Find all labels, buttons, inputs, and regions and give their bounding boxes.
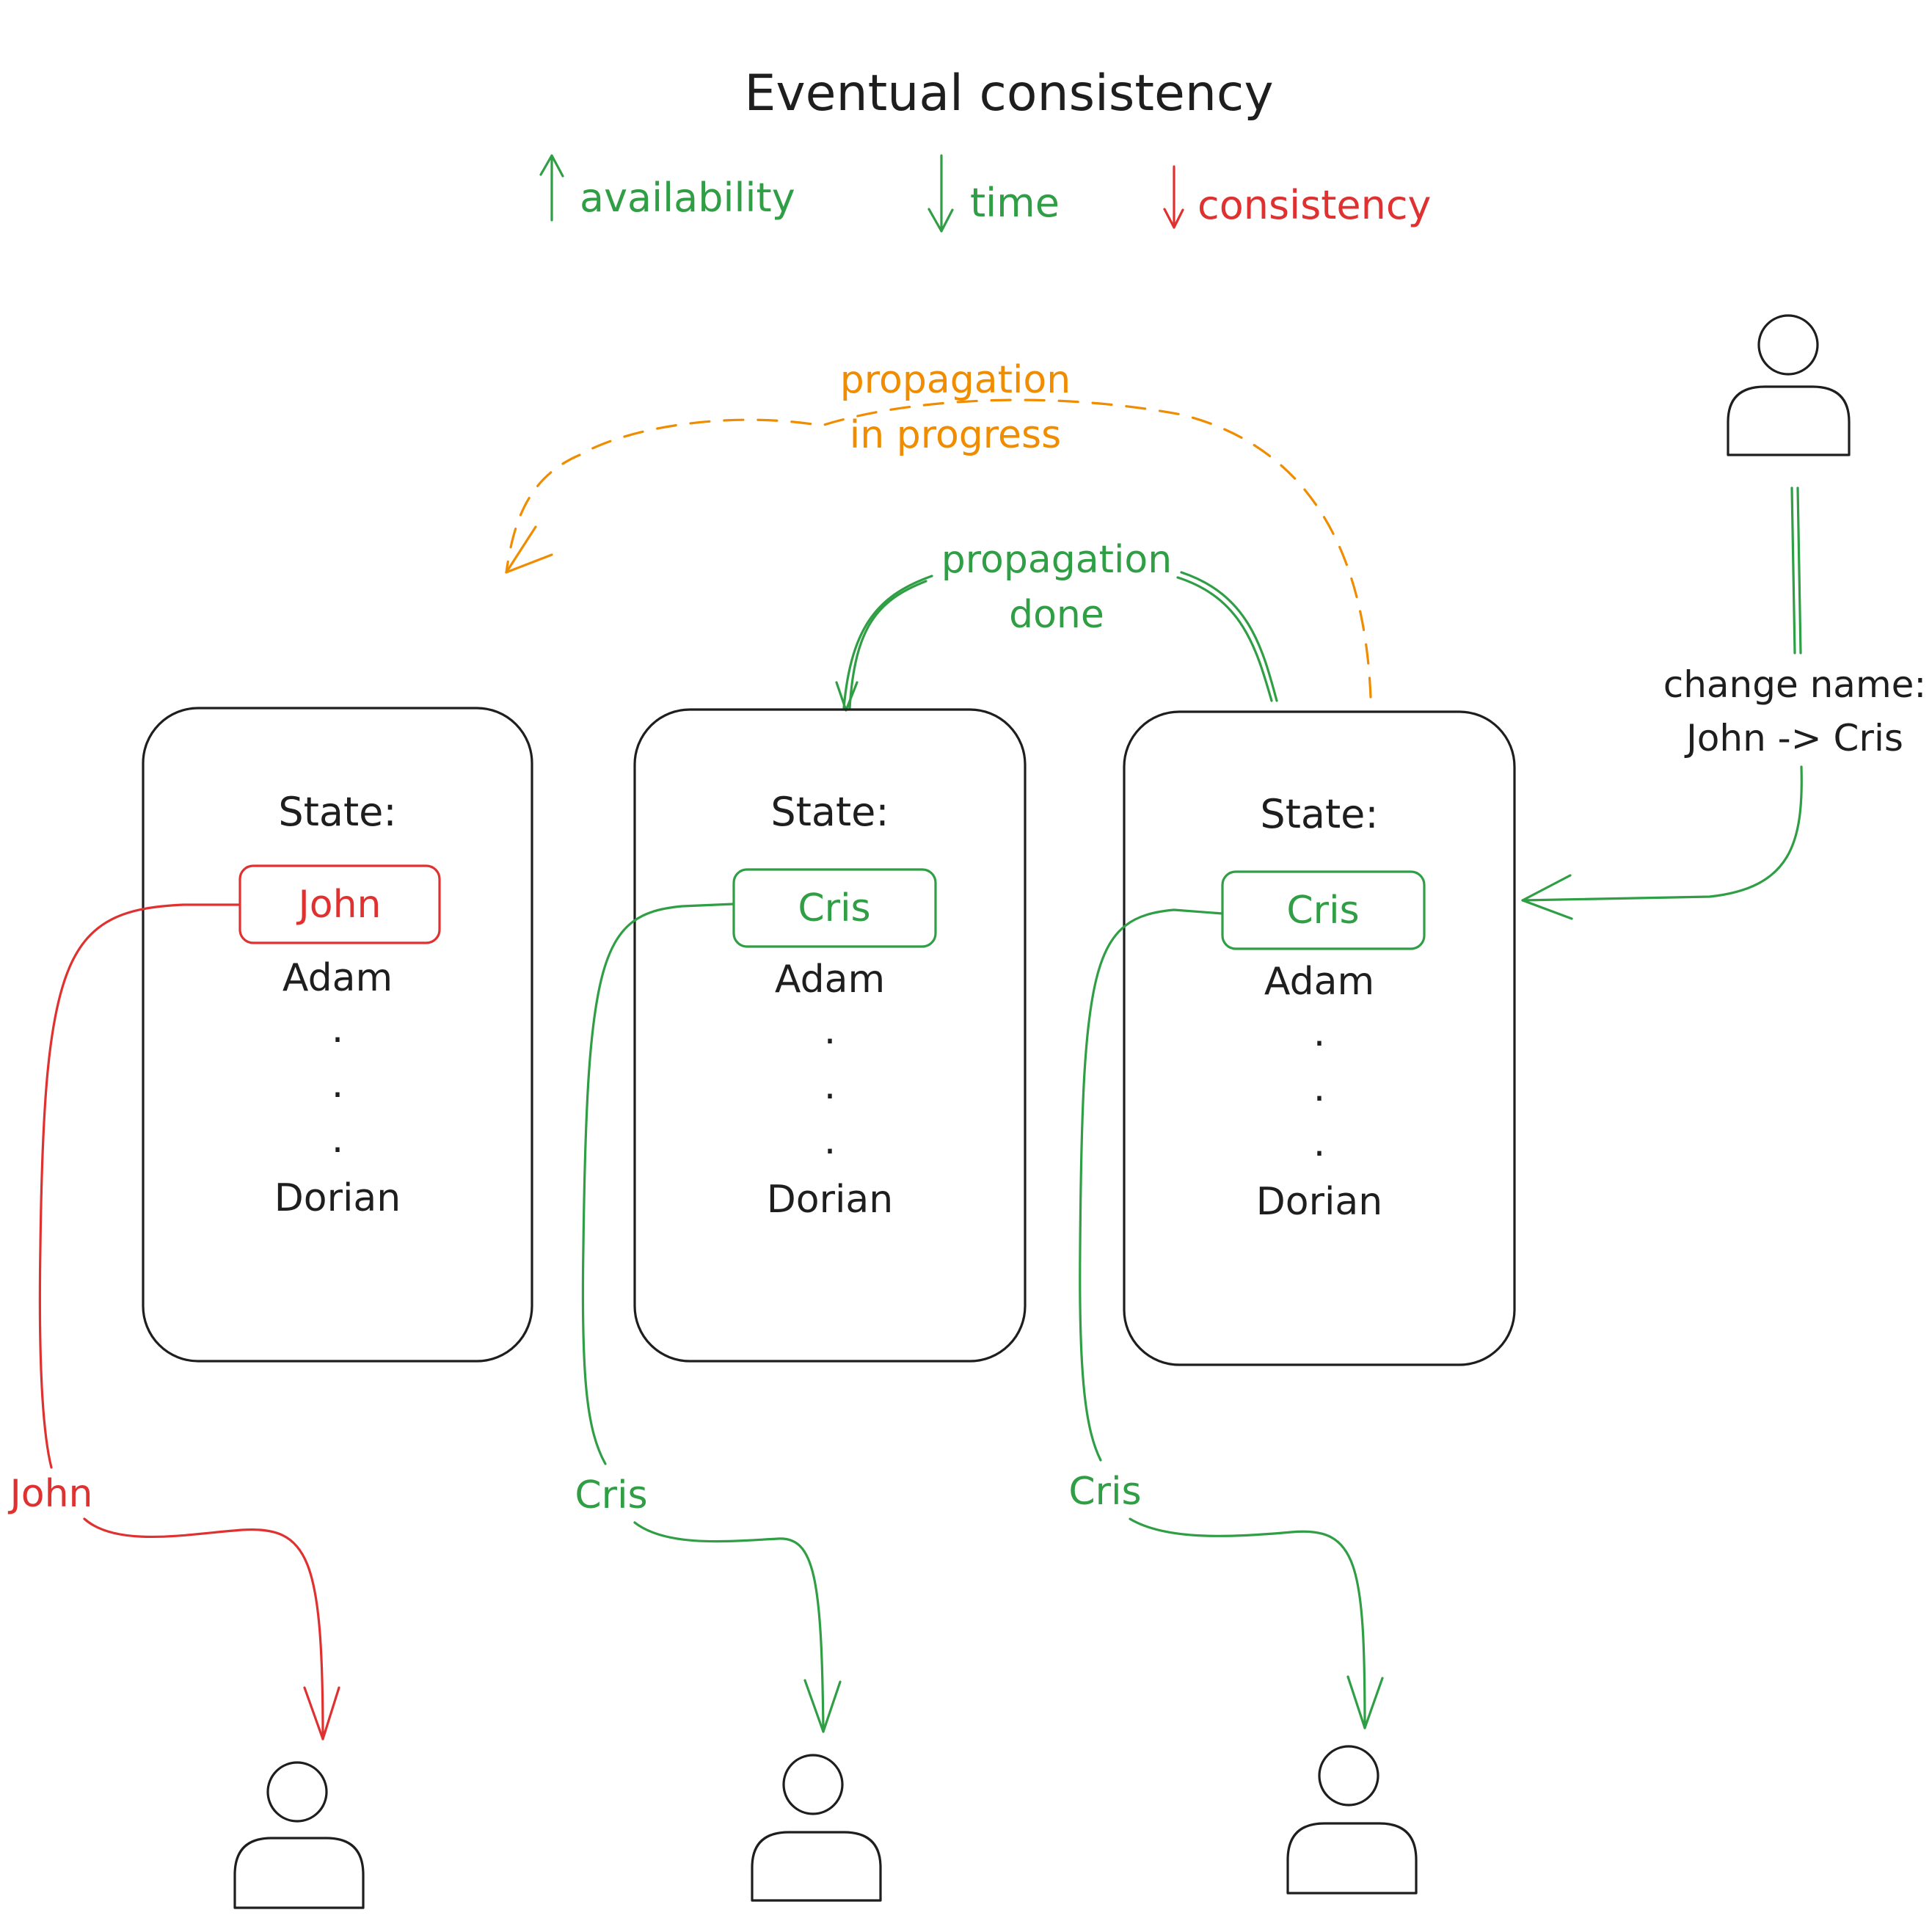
read-edge-1-label: John — [7, 1472, 92, 1516]
read-edge-3: Cris — [1068, 908, 1384, 1729]
user-icon — [751, 1754, 882, 1902]
user-icon — [233, 1761, 365, 1909]
legend-time: time — [970, 180, 1060, 226]
node-2-dot-3: . — [824, 1119, 836, 1163]
node-3-dot-2: . — [1313, 1066, 1326, 1110]
diagram-title: Eventual consistency — [744, 65, 1273, 123]
read-edge-1: John — [7, 903, 340, 1740]
node-1-row-adam: Adam — [282, 956, 393, 1000]
user-icon — [1727, 314, 1851, 456]
node-2-highlight-box — [732, 868, 937, 948]
node-2-state-label: State: — [770, 789, 889, 835]
propagation-in-progress-edge: propagation in progress — [505, 358, 1372, 699]
node-3-row-dorian: Dorian — [1256, 1180, 1383, 1224]
node-1-row-dorian: Dorian — [274, 1176, 401, 1220]
arrow-up-icon — [539, 154, 564, 222]
read-edge-3-label: Cris — [1068, 1470, 1141, 1514]
node-2-dot-2: . — [824, 1064, 836, 1108]
node-3-dot-3: . — [1313, 1121, 1326, 1165]
user-icon — [1286, 1745, 1418, 1895]
change-name-label-2: John -> Cris — [1684, 717, 1903, 759]
propagation-done-label-2: done — [1009, 593, 1104, 637]
node-1-dot-2: . — [332, 1062, 344, 1107]
node-1-dot-1: . — [332, 1007, 344, 1051]
propagation-done-edge: propagation done — [835, 538, 1278, 712]
node-1-box — [142, 707, 533, 1363]
node-2-row-adam: Adam — [775, 958, 885, 1002]
propagation-in-progress-label-1: propagation — [840, 358, 1071, 402]
legend-availability: availability — [580, 175, 795, 221]
node-1: State: John Adam . . . Dorian — [142, 707, 533, 1363]
arrow-down-icon — [1163, 165, 1184, 229]
read-edge-2-label: Cris — [575, 1473, 647, 1517]
node-3-highlighted-value: Cris — [1286, 889, 1359, 933]
node-3: State: Cris Adam . . . Dorian — [1123, 710, 1516, 1366]
node-2-box — [633, 708, 1027, 1363]
node-2-row-dorian: Dorian — [767, 1178, 894, 1222]
read-edge-2: Cris — [575, 903, 842, 1733]
node-1-state-label: State: — [278, 789, 396, 835]
node-3-row-adam: Adam — [1264, 960, 1374, 1004]
propagation-in-progress-label-2: in progress — [850, 413, 1061, 457]
node-3-state-label: State: — [1260, 791, 1378, 837]
node-2-dot-1: . — [824, 1009, 836, 1053]
node-1-highlighted-value: John — [296, 883, 381, 927]
arrow-down-icon — [927, 154, 954, 233]
node-1-dot-3: . — [332, 1118, 344, 1162]
change-name-edge: change name: John -> Cris — [1521, 486, 1927, 920]
change-name-label-1: change name: — [1663, 663, 1927, 706]
node-3-highlight-box — [1221, 870, 1426, 950]
legend: availability time consistency — [539, 154, 1432, 233]
node-3-box — [1123, 710, 1516, 1366]
legend-consistency: consistency — [1198, 182, 1432, 228]
propagation-done-label-1: propagation — [941, 538, 1172, 582]
node-2-highlighted-value: Cris — [798, 886, 870, 930]
node-2: State: Cris Adam . . . Dorian — [633, 708, 1027, 1363]
node-3-dot-1: . — [1313, 1011, 1326, 1055]
